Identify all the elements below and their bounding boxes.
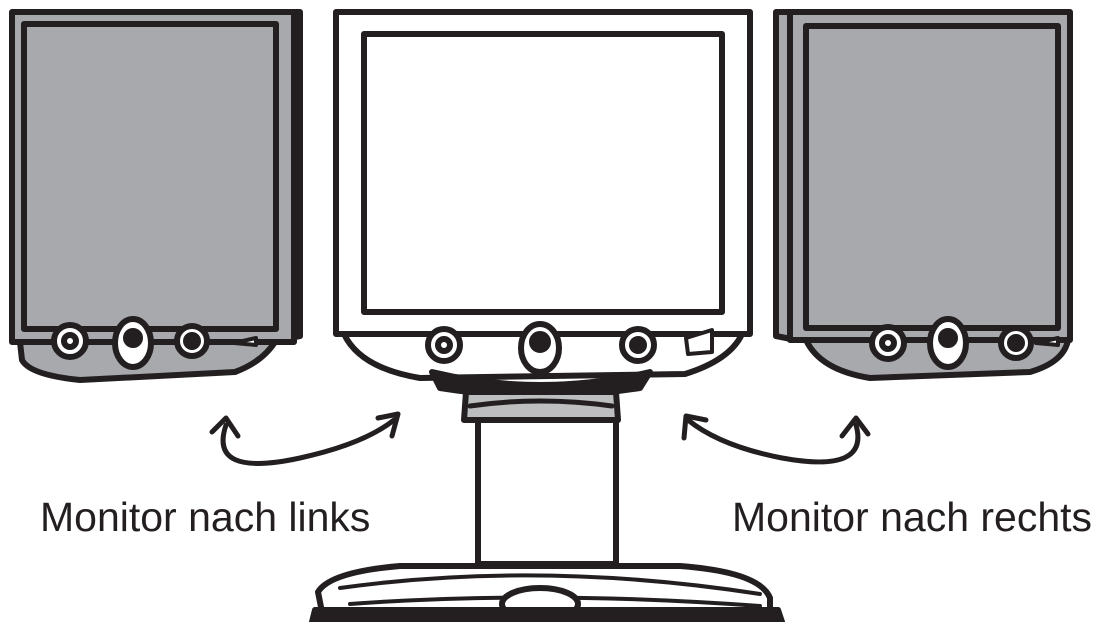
knob-icon (619, 326, 657, 364)
rotate-arrow-icon (209, 411, 401, 466)
knob-icon (998, 325, 1034, 361)
knob-icon (927, 316, 969, 370)
label-monitor-right: Monitor nach rechts (732, 494, 1093, 540)
knob-icon (174, 323, 210, 359)
monitor-right (773, 9, 1073, 381)
monitor-center (309, 9, 785, 622)
rotate-arrow-icon (681, 413, 871, 465)
knob-icon (112, 316, 154, 370)
knob-icon (51, 322, 89, 360)
knob-icon (869, 324, 907, 362)
knob-icon (425, 326, 463, 364)
label-monitor-left: Monitor nach links (40, 494, 371, 540)
monitor-left (9, 9, 303, 383)
knob-icon (518, 321, 562, 375)
